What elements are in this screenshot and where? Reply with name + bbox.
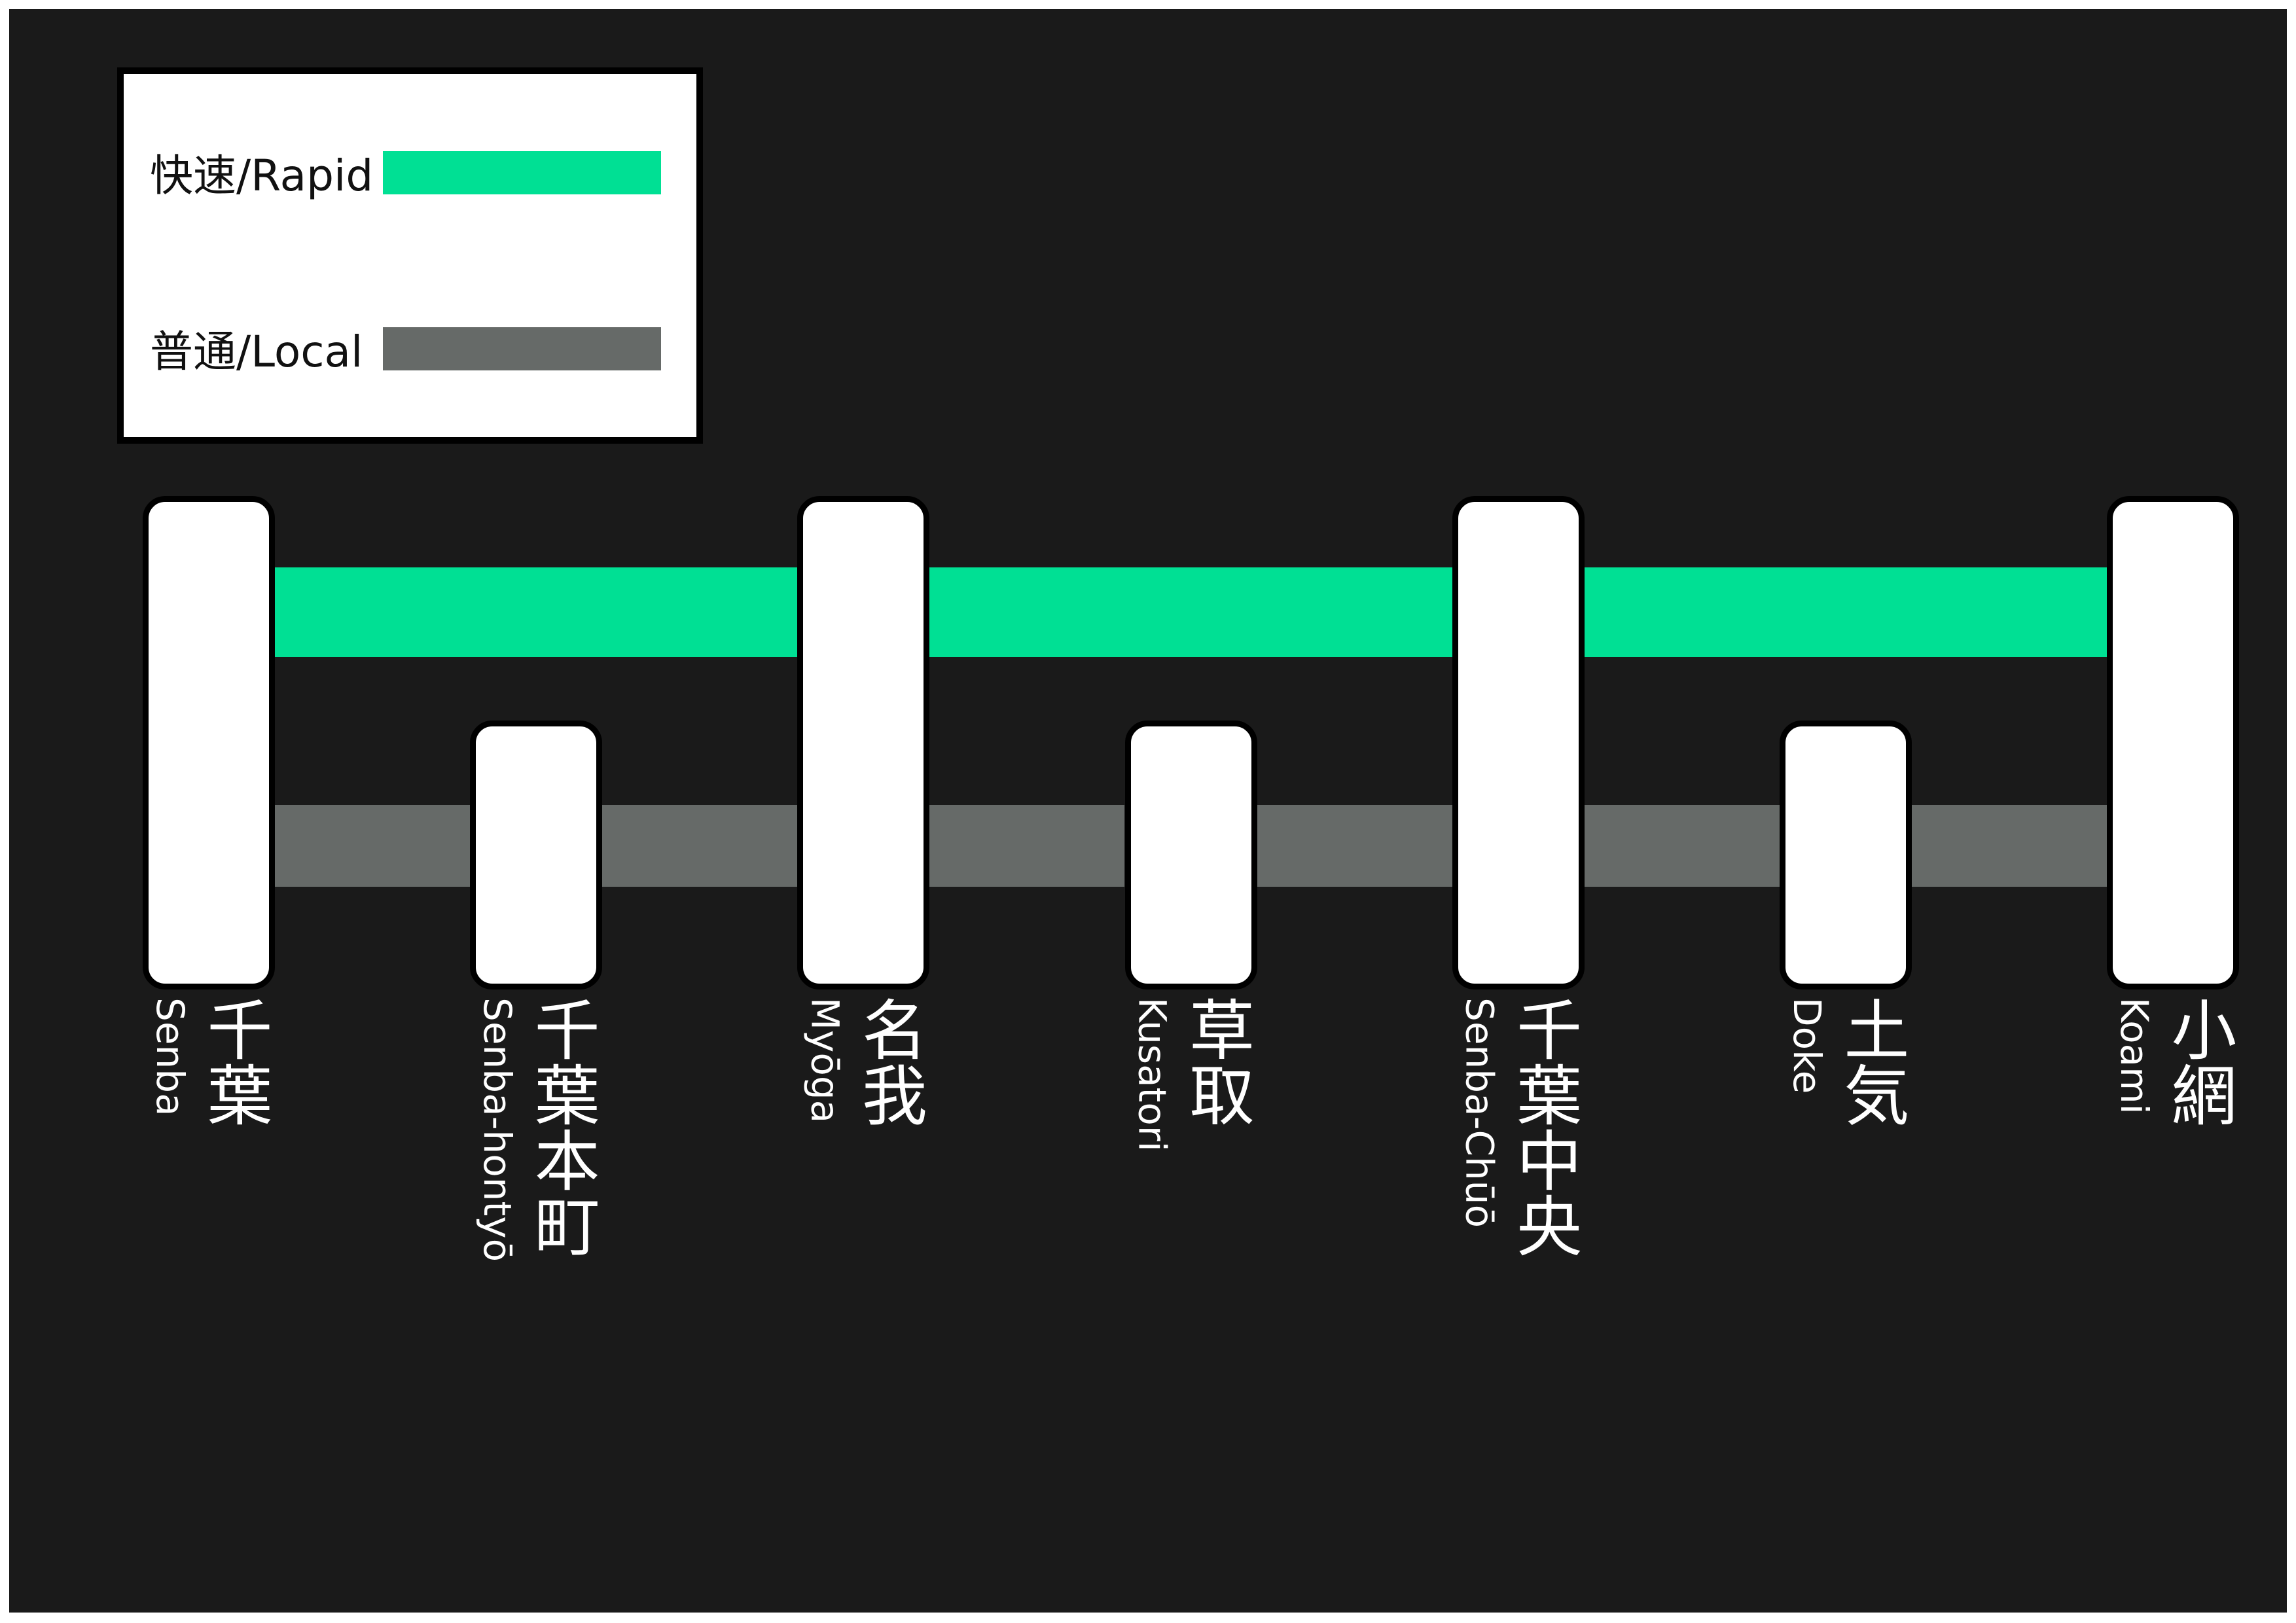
local-line-segment [929, 805, 1125, 887]
rapid-line-segment [275, 567, 798, 657]
station-name-jp: 名我 [850, 996, 927, 1127]
legend-swatch-local [383, 327, 661, 370]
local-line-segment [1911, 805, 2107, 887]
station-name-jp: 土気 [1832, 996, 1909, 1127]
station-marker-rapid [2107, 496, 2239, 990]
station-name-jp: 千葉本町 [523, 996, 600, 1258]
local-line-segment [602, 805, 798, 887]
station-name-jp: 千葉中央 [1505, 996, 1582, 1258]
station-marker-rapid [143, 496, 275, 990]
station-name-jp: 草取 [1177, 996, 1255, 1127]
legend-box: 快速/Rapid 普通/Local [117, 67, 703, 444]
station-marker-local [470, 721, 603, 990]
station-name-jp: 千葉 [196, 996, 272, 1127]
station-marker-local [1124, 721, 1257, 990]
local-line-segment [275, 805, 471, 887]
local-line-segment [1257, 805, 1452, 887]
legend-swatch-rapid [383, 151, 661, 194]
rapid-line-segment [929, 567, 1452, 657]
station-marker-rapid [797, 496, 930, 990]
station-name-en: Senba-Chūō [1457, 997, 1502, 1228]
rapid-line-segment [1584, 567, 2107, 657]
station-name-en: Doke [1784, 997, 1829, 1094]
station-marker-rapid [1452, 496, 1585, 990]
legend-label-rapid: 快速/Rapid [150, 151, 374, 201]
legend-label-local: 普通/Local [150, 327, 363, 377]
station-name-en: Koami [2112, 997, 2157, 1115]
station-name-en: Kusatori [1130, 997, 1175, 1152]
local-line-segment [1584, 805, 1780, 887]
station-name-en: Senba [148, 997, 192, 1116]
station-name-en: Senba-hontyō [475, 997, 520, 1262]
station-name-en: Myōga [802, 997, 848, 1124]
station-name-jp: 小網 [2160, 996, 2236, 1127]
station-marker-local [1779, 721, 1912, 990]
